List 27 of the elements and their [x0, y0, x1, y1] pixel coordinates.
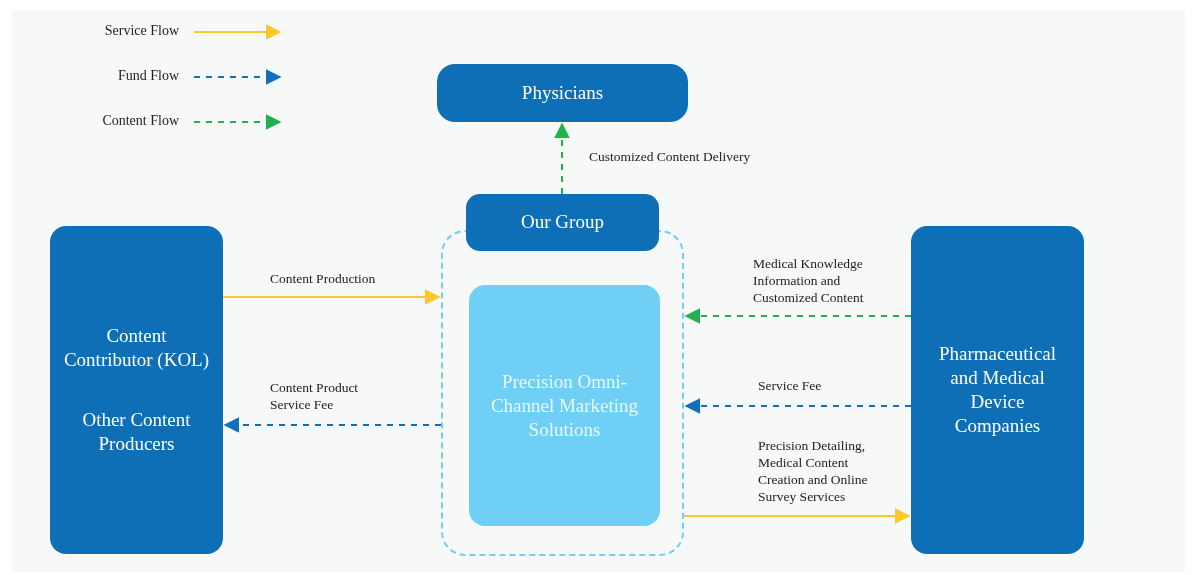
node-text: Other Content Producers — [81, 408, 192, 456]
group-box — [466, 194, 659, 251]
arrow — [554, 122, 570, 195]
solution-box — [469, 285, 660, 526]
arrow — [684, 398, 912, 414]
node-text: Our Group — [521, 210, 604, 235]
edge-label: Content Product Service Fee — [270, 379, 360, 413]
edge-label: Service Fee — [758, 377, 823, 394]
node-text: Precision Omni-Channel Marketing Solutions — [489, 369, 640, 442]
node-text: Physicians — [521, 80, 604, 105]
group-box — [911, 226, 1084, 554]
edge-label: Precision Detailing, Medical Content Creation and Online Survey Services — [758, 437, 869, 505]
group-box — [50, 226, 223, 554]
edge-label: Customized Content Delivery — [589, 148, 752, 165]
node-text: Content Contributor (KOL) — [62, 324, 211, 372]
dashed-region — [441, 230, 684, 556]
arrow — [222, 289, 441, 305]
legend-label: Service Flow — [103, 22, 179, 40]
arrow — [223, 417, 442, 433]
edge-label: Content Production — [270, 270, 377, 287]
legend-label: Content Flow — [101, 112, 179, 130]
node-text: Pharmaceutical and Medical Device Companies — [937, 342, 1058, 438]
legend-label: Fund Flow — [116, 67, 179, 85]
arrow — [684, 308, 912, 324]
edge-label: Medical Knowledge Information and Customized Content — [753, 255, 865, 306]
arrow — [683, 508, 911, 524]
group-box — [437, 64, 688, 122]
